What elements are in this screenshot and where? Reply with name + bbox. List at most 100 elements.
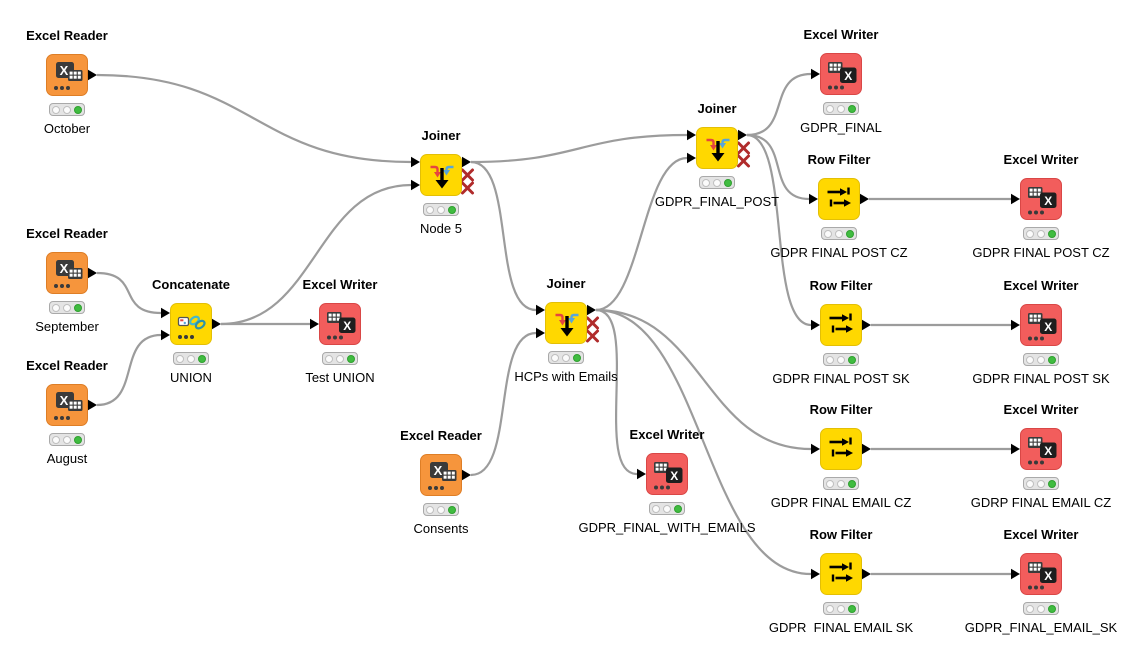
row-filter-icon[interactable] <box>820 553 862 595</box>
node-concatenate[interactable]: Concatenate UNION <box>152 277 230 385</box>
input-port[interactable] <box>687 129 696 141</box>
excel-writer-icon[interactable]: X <box>820 53 862 95</box>
output-port[interactable] <box>862 443 871 455</box>
excel-writer-icon[interactable]: X <box>319 303 361 345</box>
node-gdpr_final_post[interactable]: Joiner GDPR_FINAL_POST <box>655 101 779 209</box>
status-light-yellow <box>663 504 671 513</box>
input-port[interactable] <box>687 152 696 164</box>
node-type-title: Excel Writer <box>302 277 378 292</box>
output-port[interactable] <box>738 129 747 141</box>
node-ew_email_sk[interactable]: Excel Writer X GDPR_FINAL_EMAIL_SK <box>965 527 1117 635</box>
input-port[interactable] <box>310 318 319 330</box>
input-port[interactable] <box>411 156 420 168</box>
input-port[interactable] <box>161 307 170 319</box>
input-port[interactable] <box>1011 443 1020 455</box>
node-rf_post_cz[interactable]: Row Filter GDPR FINAL POST CZ <box>770 152 907 260</box>
excel-reader-icon[interactable]: X <box>46 252 88 294</box>
node-status-traffic-light <box>823 102 859 115</box>
node-october[interactable]: Excel Reader X October <box>26 28 108 136</box>
status-light-green <box>347 354 355 363</box>
input-port[interactable] <box>811 568 820 580</box>
status-light-red <box>1026 355 1034 364</box>
node-ew_email_cz[interactable]: Excel Writer X GDRP FINAL EMAIL CZ <box>971 402 1111 510</box>
status-light-red <box>826 104 834 113</box>
node-status-traffic-light <box>173 352 209 365</box>
status-light-yellow <box>336 354 344 363</box>
status-light-red <box>551 353 559 362</box>
node-label: GDPR FINAL EMAIL CZ <box>770 495 912 510</box>
node-august[interactable]: Excel Reader X August <box>26 358 108 466</box>
connection-edge <box>96 271 162 315</box>
joiner-icon[interactable] <box>696 127 738 169</box>
concatenate-icon[interactable] <box>170 303 212 345</box>
node-ew_post_cz[interactable]: Excel Writer X GDPR FINAL POST CZ <box>972 152 1109 260</box>
output-port[interactable] <box>862 319 871 331</box>
output-port[interactable] <box>587 304 596 316</box>
input-port[interactable] <box>811 319 820 331</box>
excel-reader-icon[interactable]: X <box>46 54 88 96</box>
output-port[interactable] <box>88 399 97 411</box>
row-filter-icon[interactable] <box>820 304 862 346</box>
input-port[interactable] <box>1011 319 1020 331</box>
output-port[interactable] <box>212 318 221 330</box>
input-port[interactable] <box>536 327 545 339</box>
node-rf_post_sk[interactable]: Row Filter GDPR FINAL POST SK <box>772 278 909 386</box>
node-label: GDPR FINAL EMAIL SK <box>768 620 914 635</box>
node-gdpr_final[interactable]: Excel Writer X GDPR_FINAL <box>800 27 882 135</box>
excel-writer-icon[interactable]: X <box>1020 428 1062 470</box>
node-test_union[interactable]: Excel Writer X Test UNION <box>303 277 378 385</box>
input-port[interactable] <box>809 193 818 205</box>
excel-reader-icon[interactable]: X <box>420 454 462 496</box>
status-light-yellow <box>837 104 845 113</box>
connection-edge <box>595 156 688 312</box>
node-label: GDPR_FINAL_WITH_EMAILS <box>578 520 756 535</box>
output-port[interactable] <box>462 156 471 168</box>
input-port[interactable] <box>1011 568 1020 580</box>
input-port[interactable] <box>811 443 820 455</box>
inactive-port-x-icon <box>586 329 599 343</box>
row-filter-icon[interactable] <box>818 178 860 220</box>
output-port[interactable] <box>88 69 97 81</box>
node-node5[interactable]: Joiner Node 5 <box>420 128 462 236</box>
input-port[interactable] <box>411 179 420 191</box>
joiner-icon[interactable] <box>545 302 587 344</box>
excel-writer-icon[interactable]: X <box>646 453 688 495</box>
input-port[interactable] <box>811 68 820 80</box>
output-port[interactable] <box>862 568 871 580</box>
status-light-red <box>52 105 60 114</box>
node-status-traffic-light <box>423 203 459 216</box>
input-port[interactable] <box>637 468 646 480</box>
node-label: October <box>43 121 91 136</box>
node-type-title: Excel Writer <box>1003 527 1079 542</box>
node-with_emails[interactable]: Excel Writer X GDPR_FINAL_WITH_EMAILS <box>579 427 756 535</box>
node-type-title: Joiner <box>697 101 737 116</box>
node-september[interactable]: Excel Reader X September <box>26 226 108 334</box>
excel-writer-icon[interactable]: X <box>1020 553 1062 595</box>
node-consents[interactable]: Excel Reader X Consents <box>400 428 482 536</box>
node-type-title: Excel Writer <box>629 427 705 442</box>
status-light-yellow <box>1037 355 1045 364</box>
input-port[interactable] <box>161 329 170 341</box>
excel-writer-icon[interactable]: X <box>1020 178 1062 220</box>
row-filter-icon[interactable] <box>820 428 862 470</box>
connection-edge <box>96 73 412 164</box>
input-port[interactable] <box>536 304 545 316</box>
status-light-yellow <box>437 505 445 514</box>
status-light-green <box>74 303 82 312</box>
node-rf_email_cz[interactable]: Row Filter GDPR FINAL EMAIL CZ <box>771 402 912 510</box>
node-type-title: Excel Writer <box>1003 278 1079 293</box>
excel-writer-icon[interactable]: X <box>1020 304 1062 346</box>
output-port[interactable] <box>88 267 97 279</box>
joiner-icon[interactable] <box>420 154 462 196</box>
inactive-port-x-icon <box>737 141 750 155</box>
status-light-green <box>1048 355 1056 364</box>
input-port[interactable] <box>1011 193 1020 205</box>
excel-reader-icon[interactable]: X <box>46 384 88 426</box>
output-port[interactable] <box>860 193 869 205</box>
output-port[interactable] <box>462 469 471 481</box>
node-hcps[interactable]: Joiner HCPs with Emails <box>514 276 617 384</box>
node-ew_post_sk[interactable]: Excel Writer X GDPR FINAL POST SK <box>972 278 1109 386</box>
node-label: GDRP FINAL EMAIL CZ <box>970 495 1112 510</box>
node-rf_email_sk[interactable]: Row Filter GDPR FINAL EMAIL SK <box>769 527 913 635</box>
